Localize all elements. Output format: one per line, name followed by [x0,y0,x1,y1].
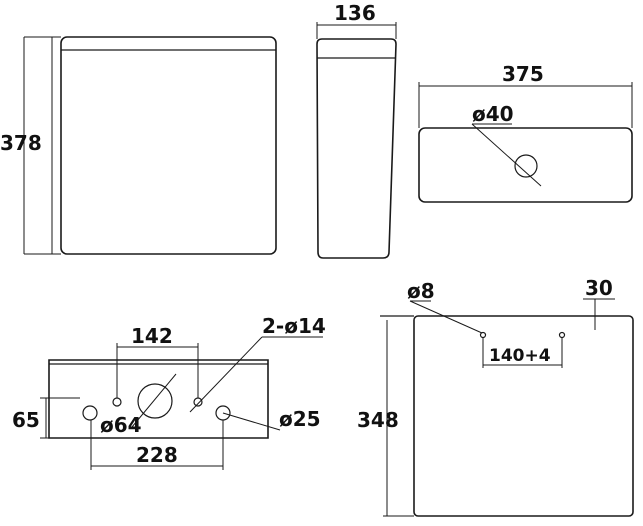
top-view: 375 ø40 [418,62,633,203]
bottom-view-body [48,359,269,439]
top-hole [514,154,538,178]
bottom-side-hole-left [82,405,98,421]
back-hole-right [558,331,566,339]
front-view: 378 [0,36,277,255]
bottom-small-hole-left [112,397,122,407]
back-view-body [413,315,634,517]
front-height-label: 378 [0,131,42,155]
bottom-width-label: 228 [136,443,178,467]
back-spacing-label: 140+4 [489,346,551,366]
back-hole-label: ø8 [407,279,435,303]
back-offset-label: 30 [585,276,613,300]
side-view-body [316,38,397,259]
bottom-right-hole-label: ø25 [279,407,321,431]
bottom-view: 142 2-ø14 ø64 65 ø25 228 [12,314,326,470]
top-view-body [418,127,633,203]
back-view: 348 ø8 30 140+4 [357,276,634,517]
bottom-spacing-label: 142 [131,324,173,348]
back-hole-left [479,331,487,339]
bottom-small-holes-label: 2-ø14 [262,314,326,338]
bottom-outlet-label: ø64 [100,413,142,437]
front-view-body [60,36,277,255]
bottom-small-hole-right [193,397,203,407]
top-hole-label: ø40 [472,102,514,126]
side-depth-label: 136 [334,1,376,25]
bottom-outlet-hole [137,383,173,419]
bottom-small-holes-leader [189,336,263,413]
top-hole-leader [471,123,542,187]
bottom-outlet-leader [131,373,177,428]
side-view: 136 [316,1,397,259]
bottom-height-label: 65 [12,408,40,432]
top-width-label: 375 [502,62,544,86]
back-hole-leader [409,300,483,334]
back-height-label: 348 [357,408,399,432]
bottom-right-hole-leader [222,412,281,431]
